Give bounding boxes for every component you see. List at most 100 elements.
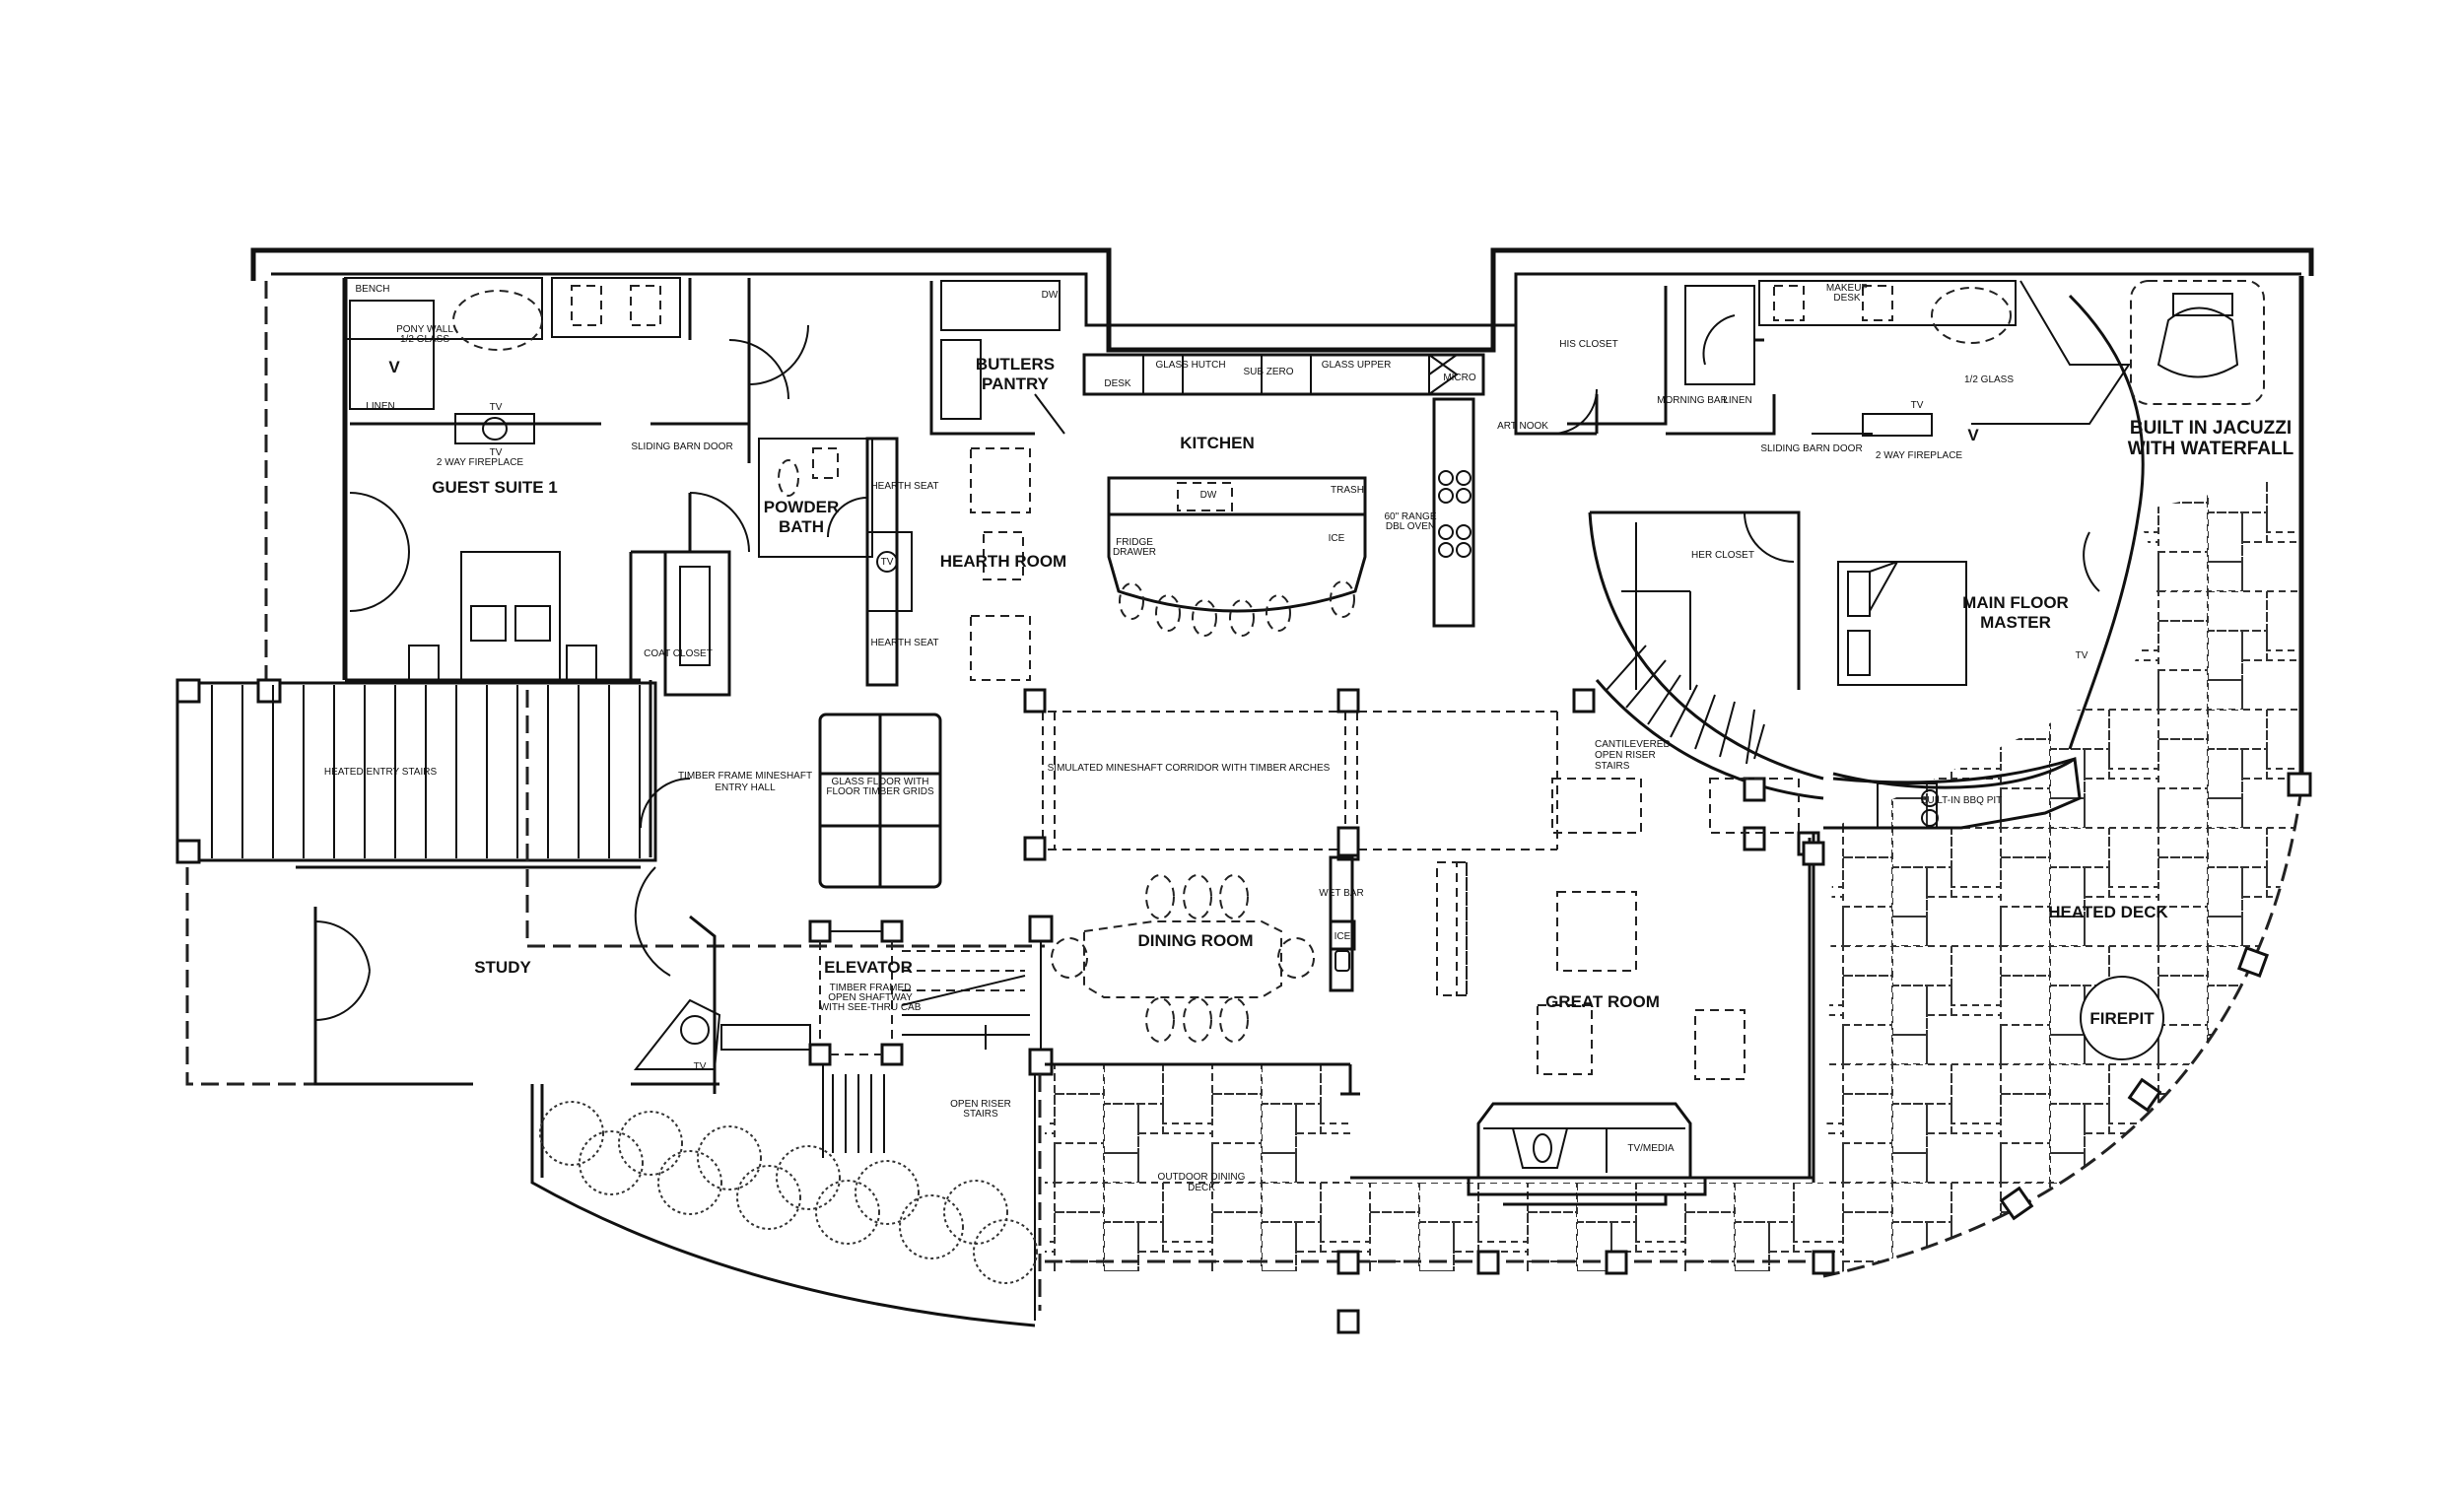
label-half-glass: 1/2 GLASS bbox=[1964, 374, 2014, 385]
label-hearth-seat-top: HEARTH SEAT bbox=[870, 481, 938, 492]
label-jacuzzi-1: BUILT IN JACUZZI bbox=[2130, 418, 2292, 439]
label-master-wall-tv: TV bbox=[2076, 650, 2088, 661]
label-heated-deck: HEATED DECK bbox=[2048, 903, 2168, 921]
shrub bbox=[973, 1219, 1038, 1284]
label-morning-bar: MORNING BAR bbox=[1657, 395, 1728, 406]
shrub bbox=[657, 1150, 722, 1215]
great-room-walls bbox=[1045, 833, 1825, 1206]
label-fridge-2: DRAWER bbox=[1113, 547, 1156, 558]
label-her-closet: HER CLOSET bbox=[1691, 550, 1754, 561]
label-pony-wall-2: 1/2 GLASS bbox=[400, 334, 449, 345]
label-kitchen: KITCHEN bbox=[1180, 434, 1255, 452]
shrub bbox=[943, 1180, 1008, 1245]
shrub bbox=[579, 1130, 644, 1195]
label-firepit: FIREPIT bbox=[2089, 1009, 2155, 1028]
shrub bbox=[618, 1111, 683, 1176]
label-island-ice: ICE bbox=[1329, 533, 1345, 544]
label-guest-fireplace: 2 WAY FIREPLACE bbox=[437, 457, 524, 468]
label-shower-v: V bbox=[388, 358, 400, 376]
jacuzzi bbox=[2130, 280, 2265, 405]
deck-edges bbox=[1038, 772, 2312, 1334]
label-elevator-note-2: OPEN SHAFTWAY bbox=[828, 992, 913, 1003]
shrub bbox=[697, 1125, 762, 1190]
glass-floor bbox=[818, 713, 942, 889]
label-pony-wall-1: PONY WALL bbox=[396, 324, 453, 335]
label-tv-media: TV/MEDIA bbox=[1627, 1143, 1675, 1154]
label-glass-upper: GLASS UPPER bbox=[1322, 360, 1392, 371]
label-wet-bar: WET BAR bbox=[1319, 888, 1363, 899]
room-labels: GUEST SUITE 1 POWDER BATH BUTLERS PANTRY… bbox=[324, 339, 2294, 1193]
label-study-tv: TV bbox=[694, 1061, 707, 1072]
shrub bbox=[815, 1180, 880, 1245]
cantilevered-stairs bbox=[1588, 511, 1824, 800]
label-pantry-dw: DW bbox=[1042, 290, 1059, 301]
label-entry-hall-2: ENTRY HALL bbox=[715, 782, 776, 793]
label-outdoor-dining-1: OUTDOOR DINING bbox=[1158, 1172, 1246, 1183]
label-wet-bar-ice: ICE bbox=[1335, 931, 1351, 942]
exterior-walls bbox=[250, 247, 2314, 788]
label-coat-closet: COAT CLOSET bbox=[644, 648, 713, 659]
label-guest-linen: LINEN bbox=[366, 401, 394, 412]
kitchen-cabinets bbox=[1082, 353, 1485, 637]
label-desk: DESK bbox=[1104, 378, 1131, 389]
label-island-dw: DW bbox=[1200, 490, 1217, 501]
label-jacuzzi-2: WITH WATERFALL bbox=[2128, 439, 2294, 459]
elevator bbox=[808, 915, 1054, 1321]
label-outdoor-dining-2: DECK bbox=[1188, 1183, 1215, 1193]
powder-bath-pantry bbox=[663, 280, 1065, 697]
label-entry-stairs: HEATED ENTRY STAIRS bbox=[324, 767, 438, 778]
label-his-closet: HIS CLOSET bbox=[1559, 339, 1617, 350]
label-open-riser-1: OPEN RISER bbox=[950, 1099, 1011, 1110]
shrub bbox=[539, 1101, 604, 1166]
outdoor-dining-deck-pavers bbox=[1045, 1064, 1350, 1271]
label-art-nook: ART NOOK bbox=[1497, 421, 1548, 432]
entry-stairs bbox=[175, 678, 657, 864]
label-micro: MICRO bbox=[1443, 373, 1476, 383]
bar-stools bbox=[1119, 580, 1355, 637]
label-glass-floor-1: GLASS FLOOR WITH bbox=[832, 777, 929, 787]
firepit bbox=[2080, 976, 2164, 1060]
label-great-room: GREAT ROOM bbox=[1545, 992, 1660, 1011]
mineshaft-corridor bbox=[1023, 688, 1820, 861]
tv-deck-pavers bbox=[1350, 1183, 1823, 1271]
entry-hall-study bbox=[185, 680, 1045, 1094]
guest-suite bbox=[344, 277, 809, 682]
planter-bed bbox=[530, 1084, 1038, 1327]
label-corridor: SIMULATED MINESHAFT CORRIDOR WITH TIMBER… bbox=[1048, 763, 1331, 774]
label-hearth-seat-bottom: HEARTH SEAT bbox=[870, 638, 938, 648]
shrub bbox=[855, 1160, 920, 1225]
label-range-1: 60" RANGE bbox=[1384, 511, 1436, 522]
label-fridge-1: FRIDGE bbox=[1116, 537, 1153, 548]
label-range-2: DBL OVEN bbox=[1386, 521, 1435, 532]
label-bbq: BUILT-IN BBQ PIT bbox=[1921, 795, 2003, 806]
great-room-furniture bbox=[1436, 778, 1800, 1080]
label-cantilever-3: STAIRS bbox=[1595, 761, 1630, 772]
label-cantilever-1: CANTILEVERED bbox=[1595, 739, 1671, 750]
label-master-fireplace: 2 WAY FIREPLACE bbox=[1876, 450, 1963, 461]
label-elevator-note-1: TIMBER FRAMED bbox=[830, 983, 912, 993]
label-bench: BENCH bbox=[355, 284, 389, 295]
label-glass-floor-2: FLOOR TIMBER GRIDS bbox=[826, 786, 934, 797]
heated-deck-pavers bbox=[1823, 473, 2301, 1276]
label-master-shower-v: V bbox=[1967, 426, 1979, 444]
label-trash: TRASH bbox=[1331, 485, 1364, 496]
label-master-barn-door: SLIDING BARN DOOR bbox=[1760, 443, 1862, 454]
label-guest-tv-top: TV bbox=[490, 402, 503, 413]
label-master-linen: LINEN bbox=[1723, 395, 1751, 406]
label-open-riser-2: STAIRS bbox=[963, 1109, 998, 1120]
label-elevator-note-3: WITH SEE-THRU CAB bbox=[820, 1002, 922, 1013]
shrub bbox=[776, 1145, 841, 1210]
bbq-pit bbox=[1823, 757, 2082, 830]
label-hearth-room: HEARTH ROOM bbox=[940, 552, 1066, 571]
label-hearth-tv: TV bbox=[881, 557, 894, 568]
label-guest-barn-door: SLIDING BARN DOOR bbox=[631, 442, 732, 452]
shrub bbox=[736, 1165, 801, 1230]
hearth bbox=[865, 437, 1031, 687]
label-makeup-1: MAKEUP bbox=[1826, 283, 1869, 294]
label-guest-suite: GUEST SUITE 1 bbox=[432, 478, 558, 497]
label-powder-bath-2: BATH bbox=[779, 517, 824, 536]
label-master-1: MAIN FLOOR bbox=[1962, 593, 2069, 612]
label-sub-zero: SUB ZERO bbox=[1243, 367, 1293, 377]
dining-table bbox=[1051, 874, 1315, 1043]
label-powder-bath-1: POWDER bbox=[764, 498, 840, 516]
